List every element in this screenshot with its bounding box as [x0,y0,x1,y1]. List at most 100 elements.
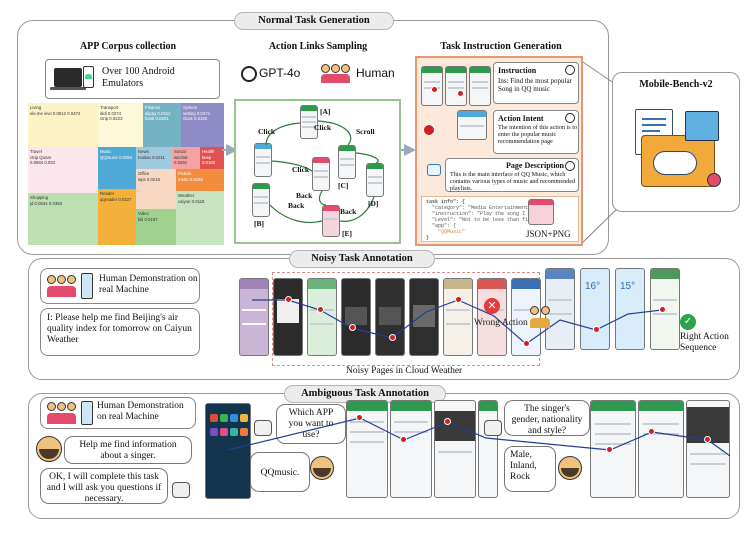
links-header: Action Links Sampling [268,41,368,52]
amb-screen-1 [205,403,251,499]
graph-screen-a [300,105,318,139]
tap-marker [593,326,600,333]
edge-scroll: Scroll [356,127,375,136]
tap-marker [423,124,435,136]
graph-screen-center [312,157,330,191]
corpus-header: APP Corpus collection [79,41,177,52]
instruction-text: Ins: Find the most popular Song in QQ mu… [498,77,572,93]
json-line: "category": "Media Entertainment", [432,205,535,211]
node-label-c: [C] [338,181,349,190]
tap-marker [648,428,655,435]
right-action-icon: ✓ [680,314,696,330]
json-line: } [426,235,430,241]
tap-marker [356,414,363,421]
normal-task-title: Normal Task Generation [234,12,394,30]
action-graph: [A] [B] [C] [D] [E] Click Click Scroll C… [234,99,401,244]
graph-screen-e [322,205,340,237]
page-desc-label: Page Description [506,161,564,170]
emulators-label: Over 100 Android Emulators [102,66,175,89]
emulators-box: Over 100 Android Emulators [45,59,220,99]
cloud-icon [653,151,697,175]
noisy-screen-5 [375,278,405,356]
graph-screen-left [254,143,272,177]
noisy-screen-2 [273,278,303,356]
noisy-demo-box: Human Demonstration on real Machine [40,268,200,304]
edge-click-1: Click [258,127,276,136]
noisy-task-title: Noisy Task Annotation [289,250,435,268]
amb-screen-7 [638,400,684,498]
intent-card: Action Intent The intention of this acti… [493,110,579,154]
annotator-group-icon [530,306,552,332]
page-desc-card: Page Description This is the main interf… [445,158,579,192]
laptop-icon [54,68,82,87]
user-avatar [558,456,582,480]
picture-icon [685,111,719,141]
user-answer-2: Male, Inland, Rock [504,446,556,492]
graph-screen-b [252,183,270,217]
ambiguous-demo-box: Human Demonstration on real Machine [40,397,196,429]
edge-back-2: Back [340,207,357,216]
human-group-icon [321,64,351,84]
human-group-icon [47,402,77,426]
noisy-screen-11: 16° [580,268,610,350]
graph-edges [265,120,379,224]
node-label-a: [A] [320,107,331,116]
robot-icon [484,420,502,436]
tap-marker [659,306,666,313]
laptop-base-icon [50,87,86,90]
json-line: "Level": "Not to be less than five", [432,217,541,223]
openai-icon [565,161,575,171]
json-line: "instruction": "Play the song I Love", [432,211,547,217]
phone-icon [81,273,93,299]
json-line: task info": { [426,199,466,205]
node-label-b: [B] [254,219,264,228]
json-format-label: JSON+PNG [526,229,571,239]
robot-icon [254,420,272,436]
intent-label: Action Intent [498,114,544,123]
tap-marker [704,436,711,443]
agent-question-2: The singer's gender, nationality and sty… [504,400,590,436]
openai-icon [565,113,575,123]
edge-click-2: Click [314,123,332,132]
graph-screen-d [366,163,384,197]
user-avatar [310,456,334,480]
robot-icon [427,164,441,176]
node-label-e: [E] [342,229,352,238]
tap-marker [455,296,462,303]
instruction-card: Instruction Ins: Find the most popular S… [493,62,579,104]
tap-marker [349,324,356,331]
gpt-label: GPT-4o [259,66,301,80]
tap-marker [523,340,530,347]
json-line: "QQMusic" [438,229,466,235]
mobile-bench-box: Mobile-Bench-v2 [612,72,740,212]
json-screen [528,199,554,225]
noisy-screen-4 [341,278,371,356]
agent-message-1: OK, I will complete this task and I will… [40,468,168,504]
tap-marker [444,418,451,425]
user-avatar [36,436,62,462]
noisy-screen-8 [477,278,507,356]
node-label-d: [D] [368,199,379,208]
settings-icon [707,173,721,187]
noisy-demo-label: Human Demonstration on real Machine [99,274,198,295]
phone-icon [81,401,93,425]
noisy-screen-12: 15° [615,268,645,350]
ambiguous-demo-label: Human Demonstration on real Machine [97,401,184,422]
edge-back-1: Back [288,201,305,210]
noisy-pages-label: Noisy Pages in Cloud Weather [346,366,463,376]
human-group-icon [47,275,77,299]
